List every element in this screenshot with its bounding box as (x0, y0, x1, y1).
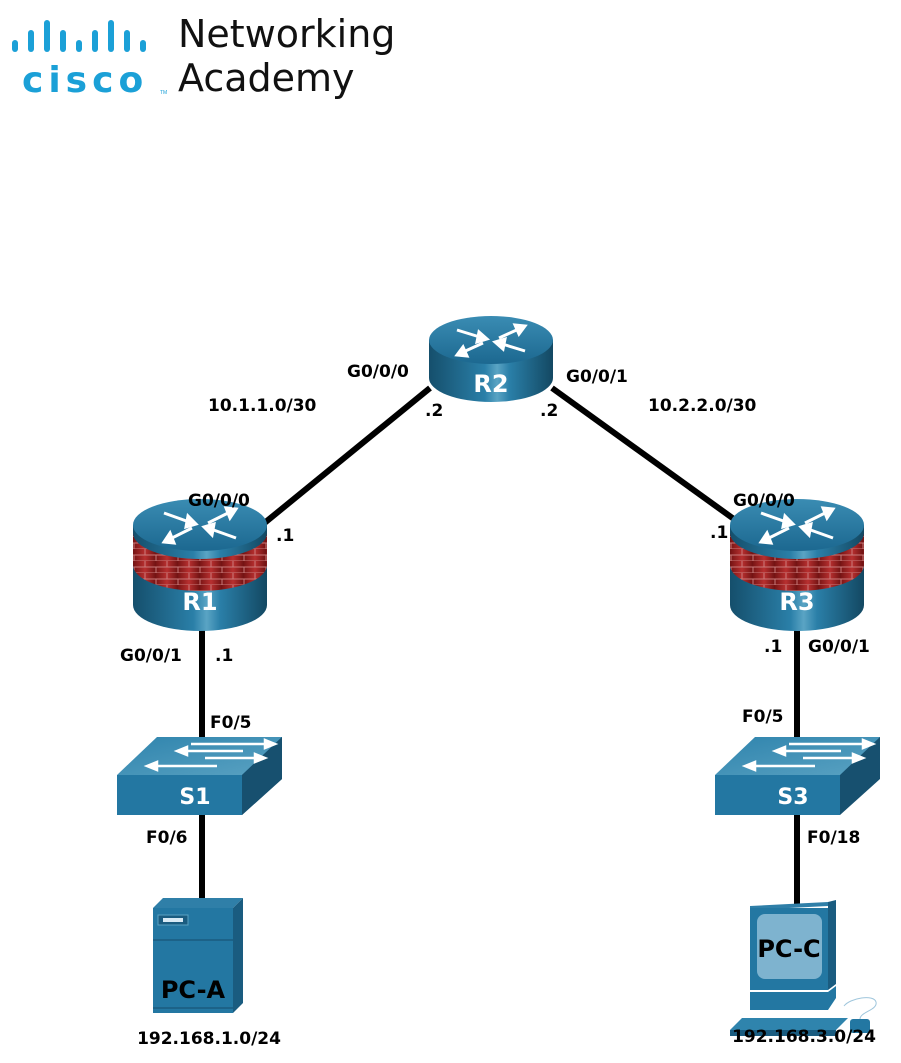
router-r3[interactable]: R3 (730, 499, 864, 631)
network-label-pc-c: 192.168.3.0/24 (732, 1027, 876, 1047)
ip-r3-g001: .1 (764, 637, 782, 657)
port-s3-f018: F0/18 (807, 828, 860, 848)
port-r1-g000: G0/0/0 (188, 491, 250, 511)
port-r1-g001: G0/0/1 (120, 646, 182, 666)
ip-r2-left: .2 (425, 401, 443, 421)
port-s1-f05: F0/5 (210, 713, 251, 733)
device-label-s3: S3 (777, 785, 808, 810)
device-label-pc-a: PC-A (161, 976, 226, 1004)
port-r3-g001: G0/0/1 (808, 637, 870, 657)
network-label-r2-r3: 10.2.2.0/30 (648, 396, 757, 416)
port-s1-f06: F0/6 (146, 828, 187, 848)
pc-a-tower[interactable]: PC-A (153, 898, 243, 1013)
router-r2[interactable]: R2 (429, 316, 553, 402)
switch-s1[interactable]: S1 (117, 737, 282, 815)
ip-r2-right: .2 (540, 401, 558, 421)
device-label-r1: R1 (182, 588, 217, 616)
switch-s3[interactable]: S3 (715, 737, 880, 815)
device-label-r3: R3 (779, 588, 814, 616)
device-label-pc-c: PC-C (757, 935, 820, 963)
ip-r1-g001: .1 (215, 646, 233, 666)
port-r2-g000: G0/0/0 (347, 362, 409, 382)
port-s3-f05: F0/5 (742, 707, 783, 727)
port-r2-g001: G0/0/1 (566, 367, 628, 387)
ip-r3-g000: .1 (710, 523, 728, 543)
port-r3-g000: G0/0/0 (733, 491, 795, 511)
pc-c-computer[interactable]: PC-C (730, 900, 876, 1036)
device-label-s1: S1 (179, 785, 210, 810)
network-label-pc-a: 192.168.1.0/24 (137, 1029, 281, 1049)
router-r1[interactable]: R1 (133, 499, 267, 631)
device-label-r2: R2 (473, 370, 508, 398)
network-label-r1-r2: 10.1.1.0/30 (208, 396, 317, 416)
ip-r1-g000: .1 (276, 526, 294, 546)
